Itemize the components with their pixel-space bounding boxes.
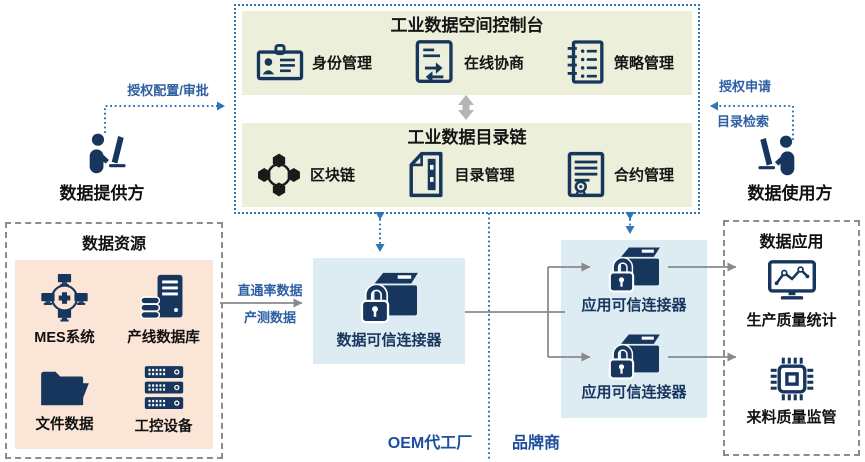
rack-equipment-icon — [143, 365, 185, 411]
catalog-item-blockchain: 区块链 — [256, 152, 355, 198]
catalog-item-label: 目录管理 — [454, 167, 515, 184]
oem-factory-zone-label: OEM代工厂 — [387, 435, 473, 452]
data-resources-box: 数据资源 MES系统 产线数据库 文件数据 工控设备 — [5, 222, 223, 459]
console-item-negotiation: 在线协商 — [414, 39, 524, 85]
locked-box-icon — [357, 269, 421, 325]
network-computers-icon — [41, 274, 88, 322]
folder-icon — [38, 367, 92, 409]
policy-notebook-icon — [566, 39, 606, 85]
catalog-section: 工业数据目录链 区块链 目录管理 合约管理 — [242, 123, 692, 207]
production-test-data-label: 产测数据 — [243, 310, 296, 325]
resource-item-file-data: 文件数据 — [15, 356, 114, 446]
blockchain-icon — [256, 152, 302, 198]
catalog-title: 工业数据目录链 — [407, 128, 527, 147]
console-item-label: 身份管理 — [312, 54, 373, 72]
console-item-label: 策略管理 — [613, 54, 674, 72]
data-applications-title: 数据应用 — [759, 234, 824, 251]
console-section: 工业数据空间控制台 身份管理 在线协商 策略管理 — [242, 11, 692, 95]
data-applications-box: 数据应用 生产质量统计 来料质量监管 — [723, 220, 860, 456]
console-item-identity: 身份管理 — [256, 42, 372, 82]
contract-seal-icon — [566, 151, 606, 198]
locked-box-icon — [605, 331, 663, 381]
resource-label: 工控设备 — [134, 418, 193, 435]
resource-label: 产线数据库 — [127, 330, 200, 347]
data-provider-label: 数据提供方 — [59, 184, 145, 203]
data-trusted-connector-label: 数据可信连接器 — [336, 332, 442, 349]
provider-auth-arrow — [104, 101, 225, 133]
server-database-icon — [139, 274, 189, 322]
resource-item-plc-equipment: 工控设备 — [114, 356, 213, 446]
console-items-row: 身份管理 在线协商 策略管理 — [242, 36, 692, 85]
catalog-search-label: 目录检索 — [716, 114, 769, 129]
id-card-icon — [256, 42, 304, 82]
brand-owner-zone-label: 品牌商 — [511, 435, 560, 452]
monitor-chart-icon — [768, 260, 816, 303]
catalog-item-catalog-mgmt: 目录管理 — [406, 151, 515, 198]
platform-dotted-box: 工业数据空间控制台 身份管理 在线协商 策略管理 工业数据目录链 — [234, 4, 700, 214]
locked-box-icon — [605, 244, 663, 294]
console-title: 工业数据空间控制台 — [390, 16, 544, 35]
pass-rate-data-label: 直通率数据 — [237, 283, 303, 298]
app-connector-bottom: 应用可信连接器 — [581, 331, 687, 402]
data-resources-grid: MES系统 产线数据库 文件数据 工控设备 — [15, 260, 213, 449]
chip-icon — [769, 356, 815, 402]
authorization-request-label: 授权申请 — [718, 79, 771, 94]
resource-label: MES系统 — [34, 330, 95, 347]
console-item-policy: 策略管理 — [566, 39, 674, 85]
resource-label: 文件数据 — [35, 416, 94, 433]
data-resources-title: 数据资源 — [81, 236, 146, 253]
app-connector-top: 应用可信连接器 — [581, 244, 687, 315]
data-consumer-label: 数据使用方 — [747, 184, 833, 203]
catalog-item-label: 合约管理 — [613, 167, 674, 184]
incoming-quality-label: 来料质量监管 — [746, 409, 837, 426]
resource-item-mes: MES系统 — [15, 266, 114, 356]
production-quality-label: 生产质量统计 — [746, 312, 837, 329]
resource-item-line-database: 产线数据库 — [114, 266, 213, 356]
app-connector-label: 应用可信连接器 — [581, 297, 687, 314]
data-trusted-connector-box: 数据可信连接器 — [313, 258, 465, 364]
negotiation-icon — [414, 39, 456, 85]
authorization-config-label: 授权配置/审批 — [127, 83, 209, 98]
app-connector-label: 应用可信连接器 — [581, 384, 687, 401]
catalog-items-row: 区块链 目录管理 合约管理 — [242, 148, 692, 198]
console-item-label: 在线协商 — [463, 54, 524, 72]
app-trusted-connectors-box: 应用可信连接器 应用可信连接器 — [561, 240, 707, 418]
data-consumer-person-icon — [752, 134, 798, 177]
catalog-document-icon — [406, 151, 446, 198]
catalog-item-label: 区块链 — [310, 167, 356, 184]
data-provider-person-icon — [86, 132, 132, 175]
catalog-item-contract-mgmt: 合约管理 — [566, 151, 674, 198]
